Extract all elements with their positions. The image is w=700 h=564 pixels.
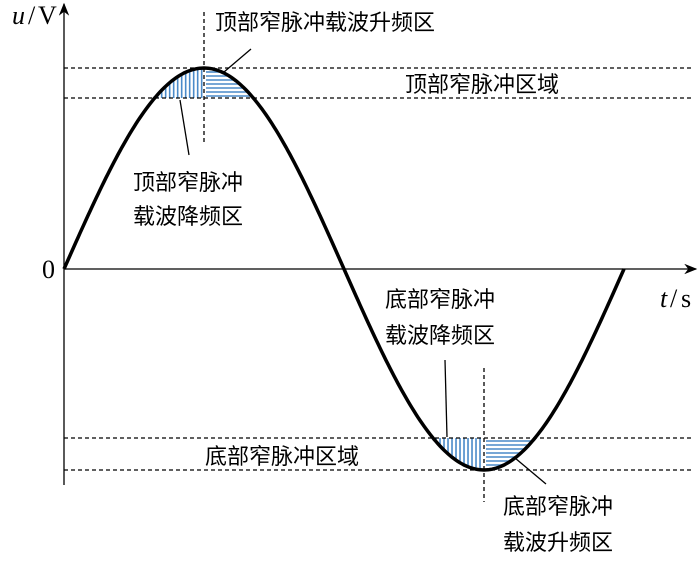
label-bot-down-2: 载波降频区 bbox=[385, 324, 495, 349]
threshold-lines bbox=[64, 12, 692, 502]
origin-label: 0 bbox=[42, 255, 55, 284]
label-top-down-1: 顶部窄脉冲 bbox=[133, 171, 243, 196]
y-axis-slash: / bbox=[28, 1, 36, 30]
label-top-region: 顶部窄脉冲区域 bbox=[405, 73, 559, 98]
leader-lines bbox=[179, 48, 547, 485]
label-bot-up-1: 底部窄脉冲 bbox=[503, 495, 613, 520]
label-top-down-2: 载波降频区 bbox=[133, 205, 243, 230]
label-bot-region: 底部窄脉冲区域 bbox=[205, 445, 359, 470]
sine-curve bbox=[62, 66, 626, 472]
x-axis-slash: / bbox=[670, 284, 678, 313]
label-bot-up-2: 载波升频区 bbox=[503, 531, 613, 556]
label-top-up: 顶部窄脉冲载波升频区 bbox=[215, 11, 435, 36]
y-axis-unit: V bbox=[38, 1, 57, 30]
y-axis-var: u bbox=[12, 1, 25, 30]
label-bot-down-1: 底部窄脉冲 bbox=[385, 288, 495, 313]
x-axis-var: t bbox=[660, 284, 668, 313]
x-axis-unit: s bbox=[681, 284, 691, 313]
